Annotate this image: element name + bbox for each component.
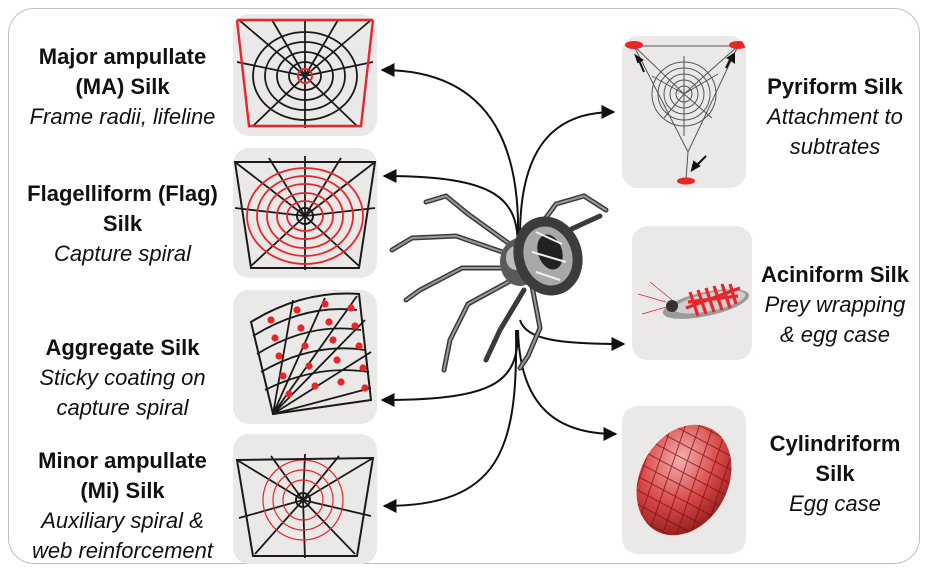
arrow-to-major-ampullate: [382, 70, 518, 240]
arrow-to-minor-ampullate: [384, 330, 516, 506]
spider-illustration: [392, 196, 606, 370]
